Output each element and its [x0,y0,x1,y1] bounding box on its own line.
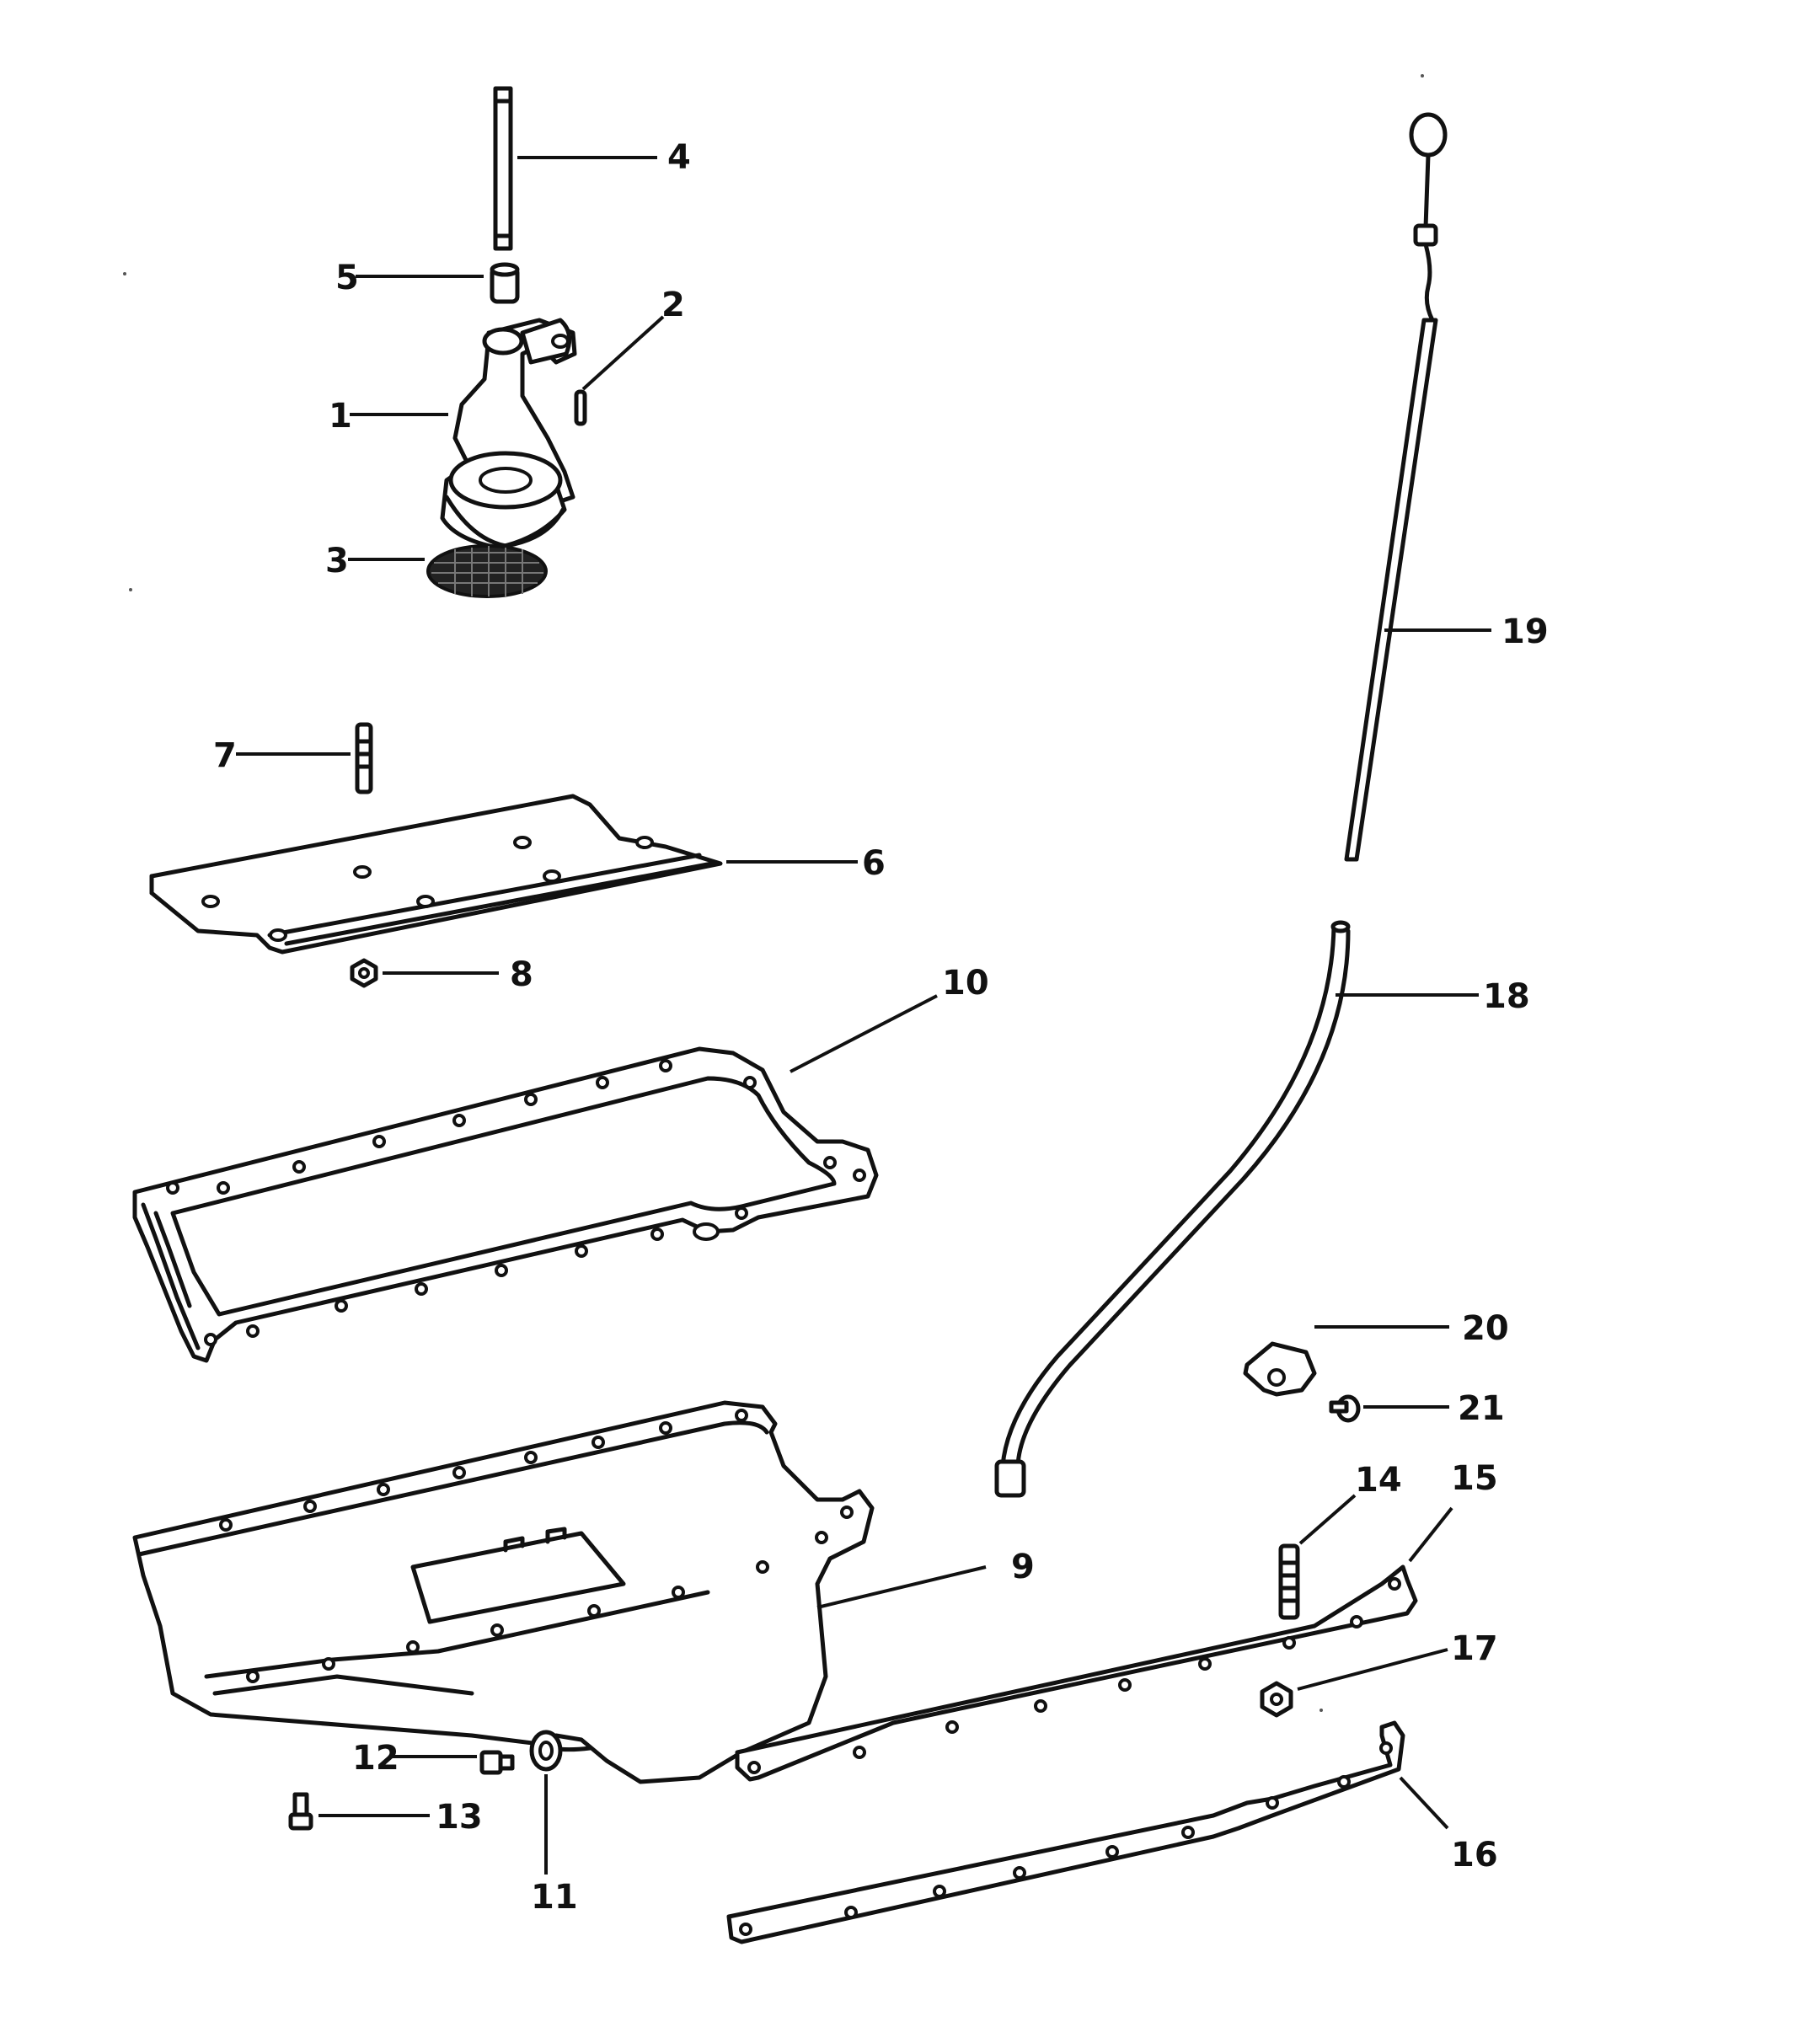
callout-1: 1 [329,397,352,436]
callout-labels: 4 5 2 1 3 7 6 8 10 9 11 12 13 14 15 17 1… [213,138,1549,1917]
callout-18: 18 [1483,977,1530,1016]
part-2-pin [574,389,587,426]
leader-lines [236,156,1491,1875]
callout-16: 16 [1451,1836,1498,1875]
callout-13: 13 [436,1798,483,1837]
part-9-oil-pan [132,1400,875,1784]
callout-14: 14 [1355,1461,1402,1500]
part-11-washer [529,1730,563,1772]
part-1-oil-pump [440,318,577,550]
part-14-stud [1278,1543,1300,1620]
part-6-windage-tray [149,794,723,955]
callout-4: 4 [667,138,691,177]
callout-10: 10 [942,964,989,1003]
part-4-shaft [493,86,513,251]
callout-7: 7 [213,736,237,775]
part-10-pan-gasket [132,1046,879,1363]
callout-15: 15 [1451,1459,1498,1498]
callout-19: 19 [1502,612,1549,651]
part-19-dipstick [1344,112,1448,862]
speck [123,272,126,275]
callout-11: 11 [531,1878,578,1917]
callout-9: 9 [1011,1548,1035,1586]
speck [129,588,132,591]
callout-21: 21 [1458,1389,1505,1428]
part-13-bolt [288,1792,313,1831]
callout-3: 3 [325,542,349,580]
callout-5: 5 [335,259,359,297]
speck [1320,1709,1323,1712]
callout-8: 8 [510,955,533,994]
part-12-drain-plug [479,1750,515,1775]
callout-17: 17 [1451,1629,1498,1668]
callout-2: 2 [661,286,685,324]
part-8-nut [350,958,378,988]
callout-20: 20 [1462,1309,1509,1348]
speck [1421,74,1424,78]
callout-6: 6 [862,844,886,883]
part-16-side-gasket [726,1720,1405,1944]
callout-12: 12 [352,1739,399,1778]
part-20-clip [1243,1341,1317,1397]
part-21-screw [1329,1394,1361,1423]
part-7-stud [355,722,373,794]
part-18-dipstick-tube [994,920,1351,1498]
part-3-screen [426,544,548,598]
part-5-bushing [490,262,520,304]
part-17-nut [1260,1681,1293,1718]
part-15-side-gasket [735,1564,1418,1782]
